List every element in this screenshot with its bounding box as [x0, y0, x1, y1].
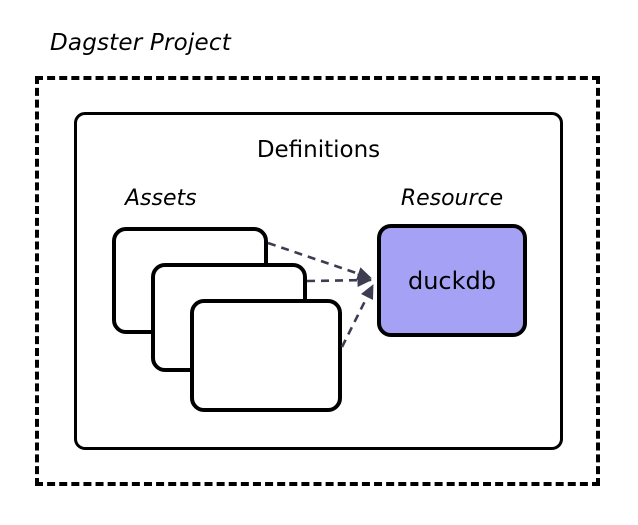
duckdb-resource-name: duckdb [407, 266, 496, 295]
asset-card[interactable] [190, 299, 342, 412]
definitions-label: Definitions [256, 137, 381, 163]
resource-label: Resource [400, 186, 504, 211]
duckdb-resource-box[interactable]: duckdb [377, 224, 527, 337]
dagster-project-boundary [35, 76, 600, 486]
dagster-project-title: Dagster Project [50, 30, 231, 56]
assets-label: Assets [125, 186, 197, 211]
